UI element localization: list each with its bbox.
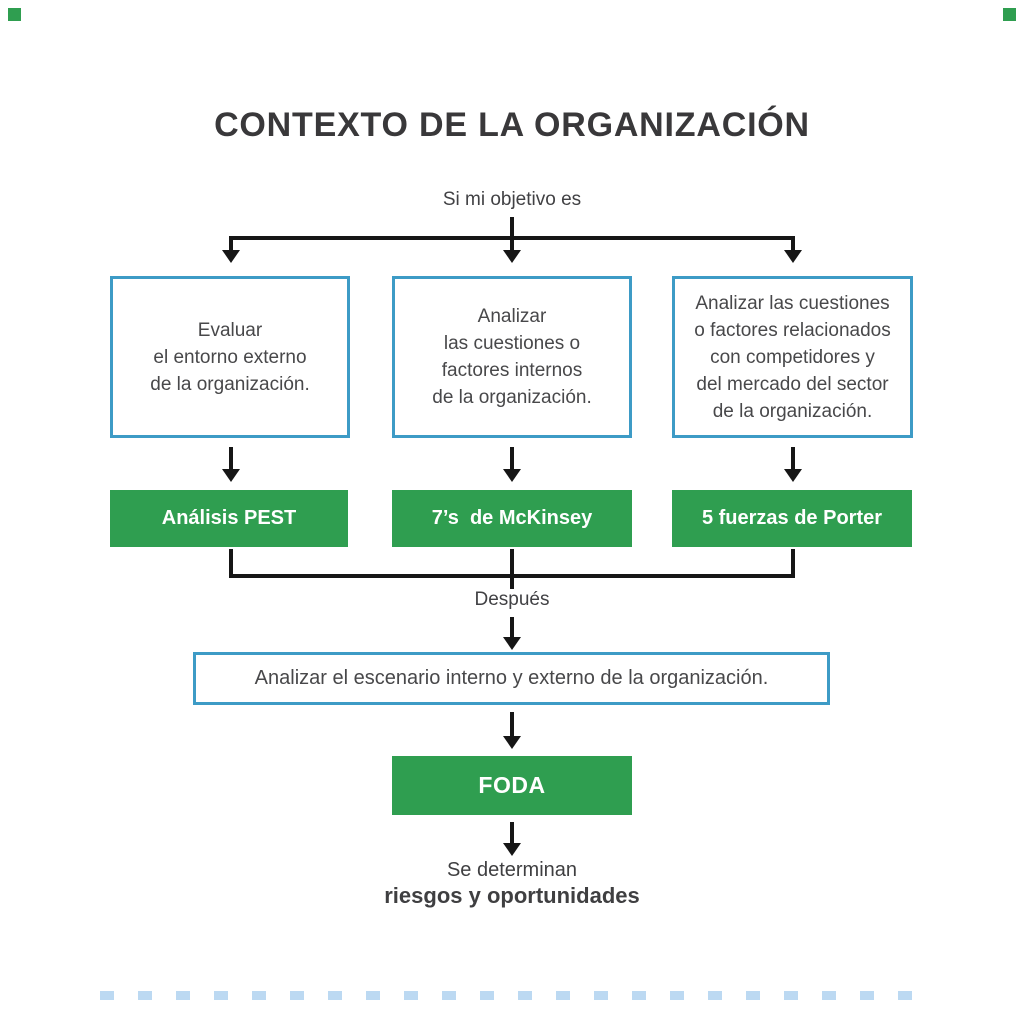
page-title: CONTEXTO DE LA ORGANIZACIÓN xyxy=(214,106,810,144)
outcome-line2: riesgos y oportunidades xyxy=(384,883,640,908)
connector-converge-horizontal xyxy=(229,574,795,578)
arrow-down-icon xyxy=(222,250,240,263)
connector-top-right-drop xyxy=(791,238,795,251)
arrow-down-icon xyxy=(784,469,802,482)
connector-converge-right xyxy=(791,549,795,577)
connector-top-stem xyxy=(510,217,514,238)
tool-box-pest: Análisis PEST xyxy=(110,490,348,547)
connector-top-left-drop xyxy=(229,238,233,251)
connector-top-center-drop xyxy=(510,240,514,251)
tool-box-porter: 5 fuerzas de Porter xyxy=(672,490,912,547)
option-box-internal: Analizar las cuestiones o factores inter… xyxy=(392,276,632,438)
arrow-down-icon xyxy=(503,250,521,263)
arrow-down-icon xyxy=(784,250,802,263)
connector-outcome xyxy=(510,822,514,844)
connector-converge-center xyxy=(510,549,514,577)
corner-marker-left xyxy=(8,8,21,21)
connector-foda xyxy=(510,712,514,737)
option-box-external: Evaluar el entorno externo de la organiz… xyxy=(110,276,350,438)
connector-option-tool-left xyxy=(229,447,233,470)
intro-label: Si mi objetivo es xyxy=(442,189,582,210)
arrow-down-icon xyxy=(222,469,240,482)
arrow-down-icon xyxy=(503,637,521,650)
dashed-divider xyxy=(100,991,926,1000)
arrow-down-icon xyxy=(503,843,521,856)
connector-option-tool-center xyxy=(510,447,514,470)
corner-marker-right xyxy=(1003,8,1016,21)
despues-label: Después xyxy=(474,589,550,610)
scenario-box: Analizar el escenario interno y externo … xyxy=(193,652,830,705)
option-box-market: Analizar las cuestiones o factores relac… xyxy=(672,276,913,438)
outcome-line1: Se determinan xyxy=(446,859,578,881)
connector-option-tool-right xyxy=(791,447,795,470)
arrow-down-icon xyxy=(503,469,521,482)
foda-box: FODA xyxy=(392,756,632,815)
tool-box-mckinsey: 7’s de McKinsey xyxy=(392,490,632,547)
connector-top-horizontal xyxy=(229,236,795,240)
connector-despues xyxy=(510,617,514,638)
arrow-down-icon xyxy=(503,736,521,749)
connector-converge-left xyxy=(229,549,233,577)
connector-converge-tick xyxy=(510,578,514,589)
